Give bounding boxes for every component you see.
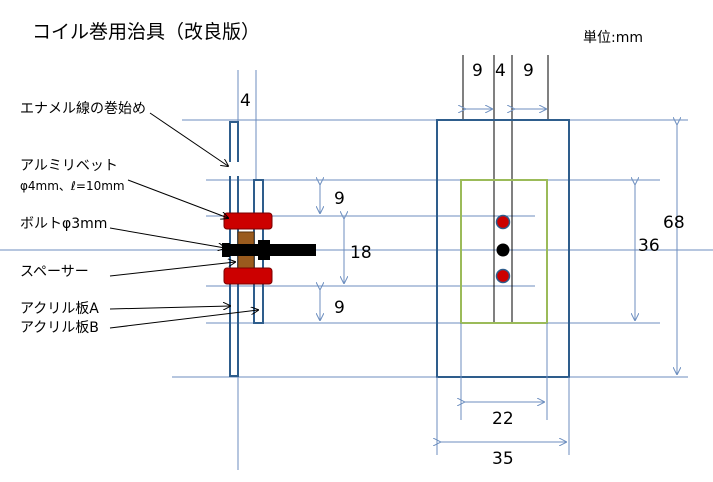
front-bolt (496, 243, 510, 257)
dim-slot-left: 9 (472, 61, 483, 81)
label-rivet: アルミリベット (20, 158, 118, 174)
side-view-dimensions (320, 184, 344, 320)
front-view-dimensions (440, 109, 677, 442)
dim-rivet-span: 18 (350, 243, 372, 263)
rivet-upper (223, 212, 273, 230)
label-bolt: ボルトφ3mm (20, 216, 107, 232)
rivet-lower (223, 267, 273, 285)
unit-label: 単位:mm (583, 30, 643, 46)
dim-outer-width: 35 (492, 449, 514, 469)
dim-gap-bottom: 9 (334, 298, 345, 318)
front-rivet-upper (495, 214, 511, 230)
bolt-shaft (228, 244, 316, 256)
label-acrylic-a: アクリル板A (20, 301, 99, 317)
leader-lines (109, 112, 258, 329)
dim-plate-thickness: 4 (240, 91, 251, 111)
dim-inner-width: 22 (492, 409, 514, 429)
dim-gap-top: 9 (334, 189, 345, 209)
label-rivet-spec: φ4mm、ℓ=10mm (20, 179, 125, 193)
dim-slot-mid: 4 (495, 61, 506, 81)
front-view (436, 55, 570, 455)
diagram-title: コイル巻用治具（改良版） (32, 21, 260, 43)
label-spacer: スペーサー (20, 264, 89, 280)
dim-slot-right: 9 (523, 61, 534, 81)
label-enamel-start: エナメル線の巻始め (20, 101, 146, 117)
dim-inner-height: 36 (638, 236, 660, 256)
side-view (222, 70, 316, 470)
front-rivet-lower (495, 268, 511, 284)
bolt-nut (258, 240, 270, 260)
front-inner-frame (460, 179, 548, 324)
dim-outer-height: 68 (663, 213, 685, 233)
enamel-start-gap (229, 162, 239, 176)
front-outer-plate (436, 119, 570, 378)
label-acrylic-b: アクリル板B (20, 320, 99, 336)
